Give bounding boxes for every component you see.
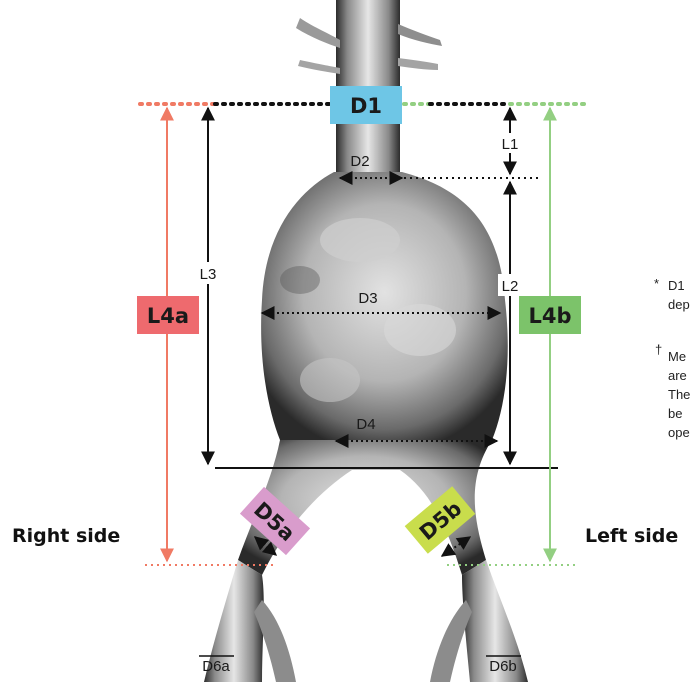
note-line-1: D1 — [668, 278, 685, 293]
l4b-label: L4b — [528, 304, 571, 328]
right-side-label: Right side — [12, 525, 120, 547]
d4-label: D4 — [356, 416, 375, 433]
note-asterisk: * — [654, 276, 659, 291]
l3-label: L3 — [200, 266, 217, 283]
d1-label: D1 — [350, 94, 382, 118]
left-side-label: Left side — [585, 525, 678, 547]
d6b-label: D6b — [489, 658, 517, 675]
d3-label: D3 — [358, 290, 377, 307]
note-line-3: Me — [668, 349, 686, 364]
l4a-label: L4a — [147, 304, 189, 328]
d6a-label: D6a — [202, 658, 230, 675]
note-dagger: † — [655, 342, 662, 357]
note-line-6: be — [668, 406, 682, 421]
note-line-4: are — [668, 368, 687, 383]
note-line-7: ope — [668, 425, 690, 440]
l1-label: L1 — [502, 136, 519, 153]
note-line-2: dep — [668, 297, 690, 312]
d2-label: D2 — [350, 153, 369, 170]
l2-label: L2 — [502, 278, 519, 295]
note-line-5: The — [668, 387, 690, 402]
